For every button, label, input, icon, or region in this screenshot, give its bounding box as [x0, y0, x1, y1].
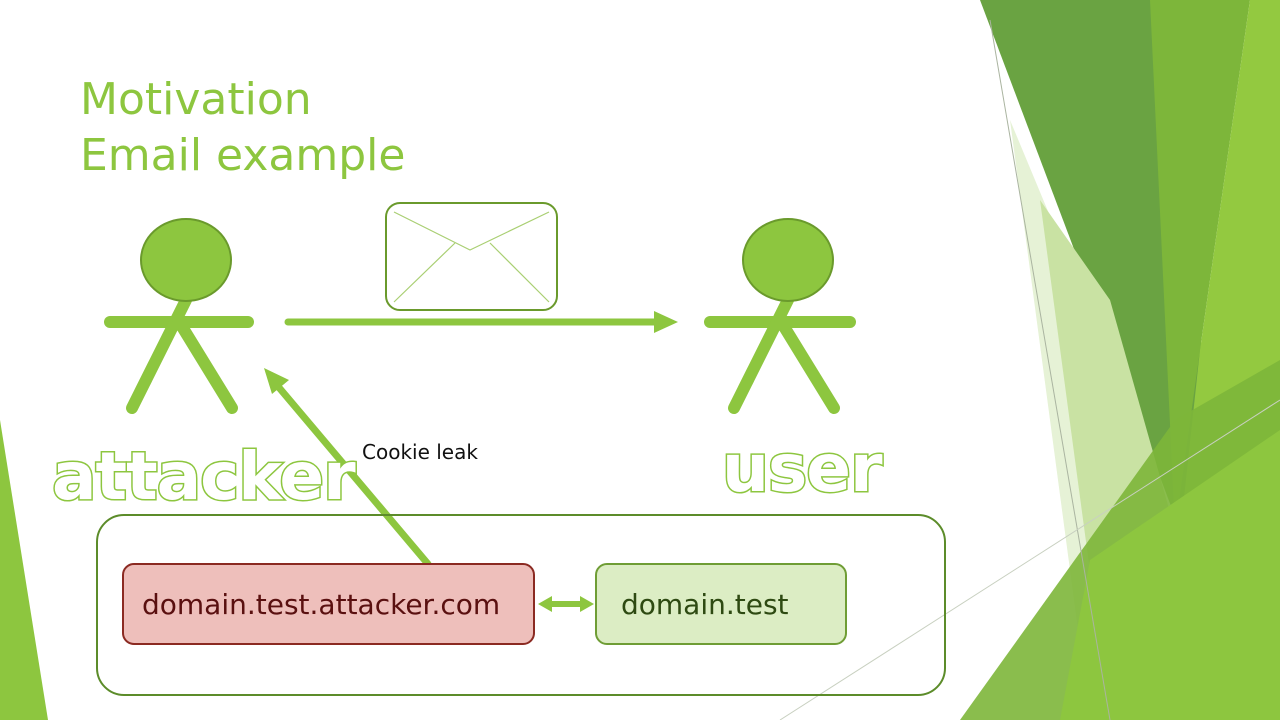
user-leg-right — [774, 314, 840, 414]
cookie-leak-arrow — [264, 368, 432, 568]
domain-group-box — [96, 514, 946, 696]
domain-link-arrow — [538, 596, 594, 612]
deco-line-1 — [989, 19, 1111, 720]
deco-facet-1 — [980, 0, 1210, 530]
attacker-leg-right — [172, 314, 238, 414]
user-head — [742, 218, 834, 302]
deco-facet-7 — [1060, 430, 1280, 720]
attacker-domain-text: domain.test.attacker.com — [142, 587, 501, 621]
user-figure — [704, 218, 856, 414]
deco-left-sliver — [0, 420, 48, 720]
target-domain-box: domain.test — [595, 563, 847, 645]
deco-facet-2 — [1150, 0, 1250, 530]
cookie-leak-label: Cookie leak — [362, 440, 478, 464]
attacker-label: attacker — [51, 437, 358, 517]
attacker-domain-box: domain.test.attacker.com — [122, 563, 535, 645]
user-label: user — [721, 429, 885, 509]
attacker-head — [140, 218, 232, 302]
envelope-icon — [385, 202, 558, 311]
email-arrow — [284, 311, 678, 333]
attacker-figure — [104, 218, 254, 414]
title-line-2: Email example — [80, 130, 406, 181]
slide-title: Motivation Email example — [80, 72, 405, 184]
title-line-1: Motivation — [80, 74, 312, 125]
deco-line-2 — [779, 399, 1280, 720]
target-domain-text: domain.test — [621, 587, 789, 621]
